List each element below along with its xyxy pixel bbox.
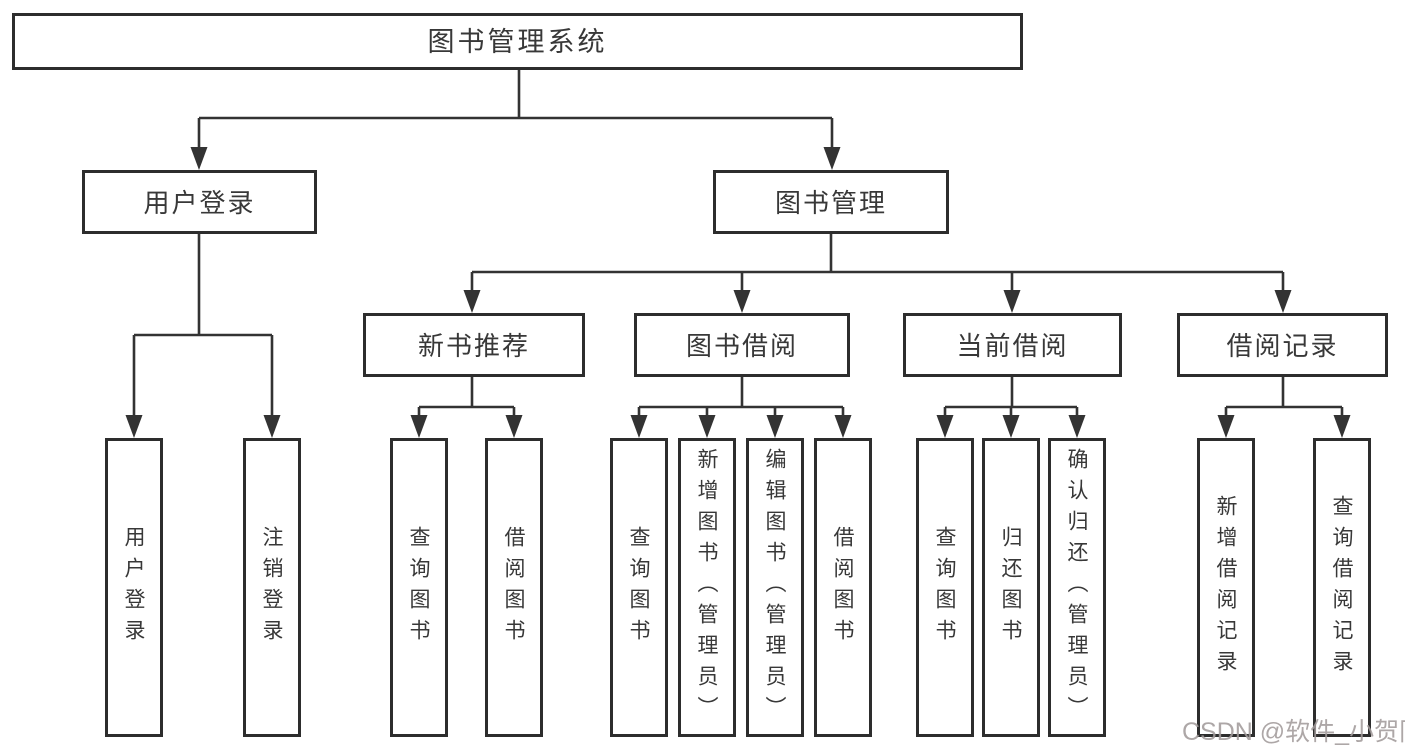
arrowhead [125, 415, 143, 438]
arrowhead [263, 415, 281, 438]
node-book-borrow: 图书借阅 [634, 313, 850, 377]
connector-management-split [470, 234, 1285, 293]
leaf-borrow-book-1: 借阅图书 [485, 438, 543, 737]
arrowhead [766, 415, 784, 438]
arrowhead [630, 415, 648, 438]
leaf-logout: 注销登录 [243, 438, 301, 737]
leaf-add-book-admin: 新增图书（管理员） [678, 438, 736, 737]
node-system-root: 图书管理系统 [12, 13, 1023, 70]
node-current-borrow: 当前借阅 [903, 313, 1122, 377]
arrowhead [936, 415, 954, 438]
connector-current-split [943, 377, 1079, 420]
arrowhead [1333, 415, 1351, 438]
watermark: CSDN @软件_小贺同学 [1182, 718, 1405, 746]
leaf-borrow-book-2: 借阅图书 [814, 438, 872, 737]
node-book-management: 图书管理 [713, 170, 949, 234]
arrowhead [410, 415, 428, 438]
node-borrow-record: 借阅记录 [1177, 313, 1388, 377]
node-new-book-recommend: 新书推荐 [363, 313, 585, 377]
arrowhead [1274, 290, 1292, 313]
arrowhead [1068, 415, 1086, 438]
leaf-query-book-2: 查询图书 [610, 438, 668, 737]
arrowhead [505, 415, 523, 438]
connector-borrow-split [637, 377, 845, 420]
arrowhead [1003, 290, 1021, 313]
node-user-login: 用户登录 [82, 170, 317, 234]
connector-recommend-split [417, 377, 516, 420]
arrowhead [190, 147, 208, 170]
arrowhead [834, 415, 852, 438]
leaf-edit-book-admin: 编辑图书（管理员） [746, 438, 804, 737]
connector-record-split [1224, 377, 1344, 420]
arrowhead [1002, 415, 1020, 438]
leaf-add-borrow-record: 新增借阅记录 [1197, 438, 1255, 737]
leaf-query-borrow-record: 查询借阅记录 [1313, 438, 1371, 737]
arrowhead [823, 147, 841, 170]
connector-login-split [132, 234, 274, 418]
connector-root-split [197, 70, 834, 150]
leaf-user-login: 用户登录 [105, 438, 163, 737]
leaf-confirm-return-admin: 确认归还（管理员） [1048, 438, 1106, 737]
leaf-query-book-1: 查询图书 [390, 438, 448, 737]
arrowhead [463, 290, 481, 313]
arrowhead [733, 290, 751, 313]
leaf-query-book-3: 查询图书 [916, 438, 974, 737]
arrowhead [1217, 415, 1235, 438]
leaf-return-book: 归还图书 [982, 438, 1040, 737]
arrowhead [698, 415, 716, 438]
